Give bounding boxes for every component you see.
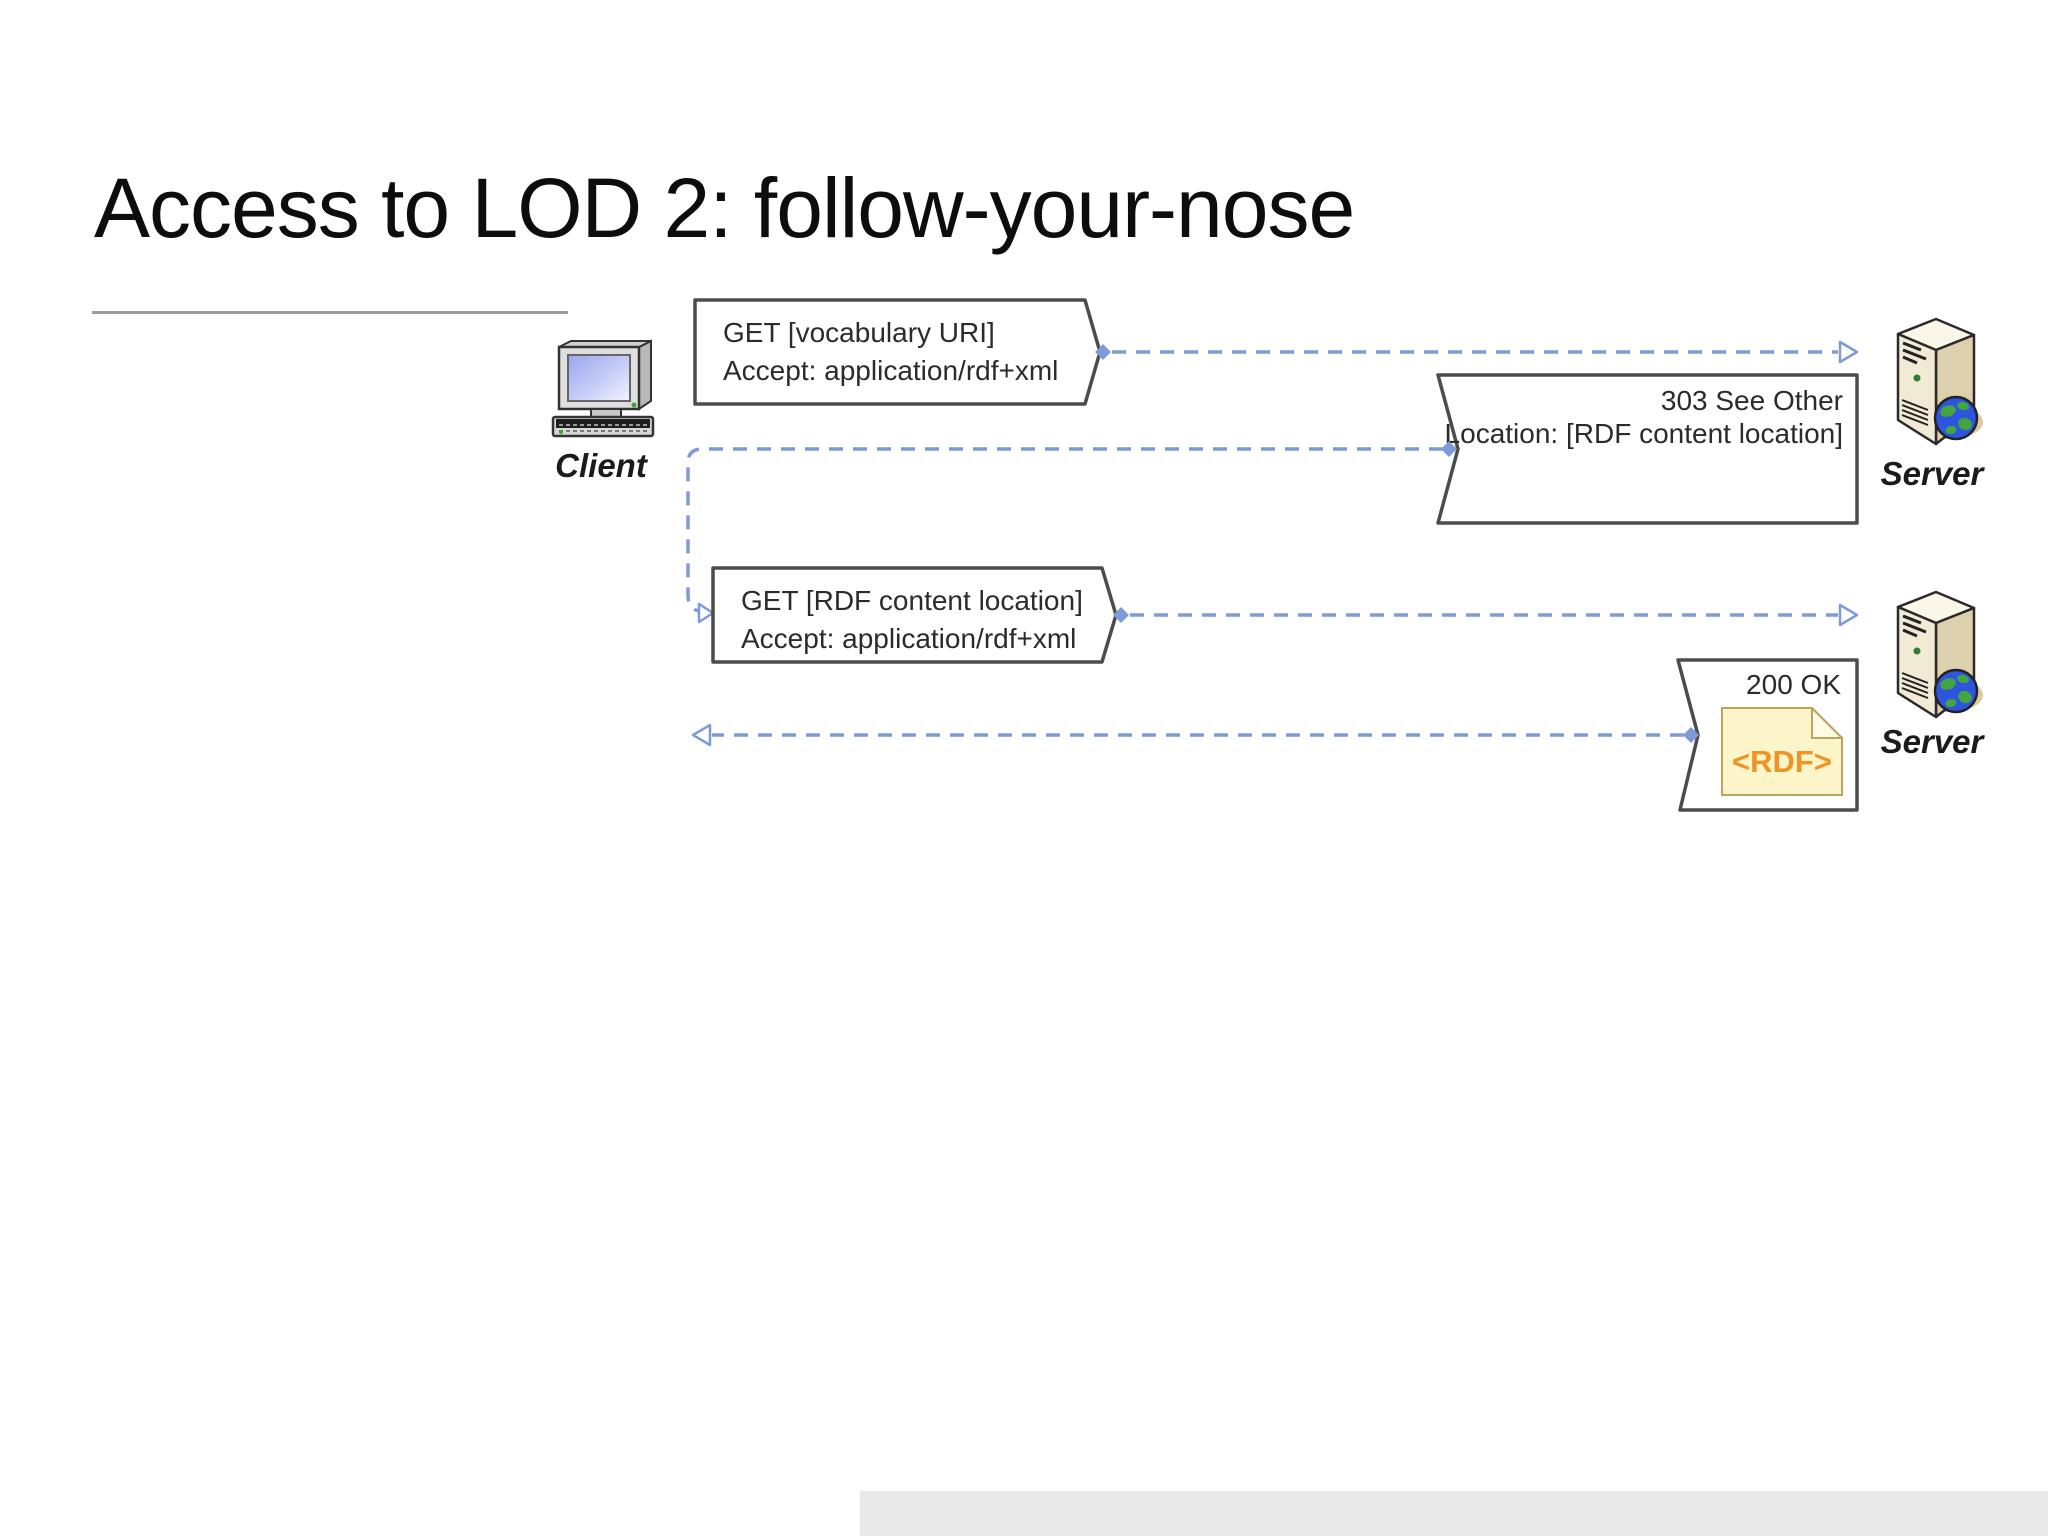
message-get-rdf-line2: Accept: application/rdf+xml [741, 623, 1076, 654]
message-box-see-other [1436, 373, 1859, 525]
server-bottom-icon [1896, 590, 1985, 719]
message-get-vocabulary-line1: GET [vocabulary URI] [723, 317, 995, 348]
arrow-see-other [686, 447, 1443, 613]
message-get-vocabulary-line2: Accept: application/rdf+xml [723, 355, 1058, 386]
message-see-other-line1: 303 See Other [1661, 385, 1843, 416]
arrow-see-other-source-diamond [1441, 441, 1457, 457]
message-get-rdf-line1: GET [RDF content location] [741, 585, 1083, 616]
rdf-document-fold [1811, 707, 1843, 739]
arrow-ok-head [691, 723, 712, 747]
arrow-ok-source-diamond [1683, 727, 1699, 743]
arrow-get-vocabulary-source-diamond [1095, 344, 1111, 360]
arrow-get-rdf-head [1838, 603, 1859, 627]
footer-strip [860, 1491, 2048, 1536]
slide-title: Access to LOD 2: follow-your-nose [94, 161, 1355, 255]
arrow-get-rdf-source-diamond [1113, 607, 1129, 623]
message-box-get-vocabulary [693, 298, 1102, 406]
server-top-icon [1896, 317, 1985, 446]
server-bottom-label: Server [1881, 723, 1986, 760]
message-box-get-rdf [711, 566, 1118, 664]
server-top-label: Server [1881, 455, 1986, 492]
message-ok-line1: 200 OK [1746, 669, 1841, 700]
title-underline [92, 311, 568, 314]
client-computer-icon [551, 339, 655, 438]
arrow-get-vocabulary-head [1838, 340, 1859, 364]
arrow-see-other-head [697, 602, 715, 624]
message-see-other-line2: Location: [RDF content location] [1445, 418, 1843, 449]
client-label: Client [555, 447, 649, 484]
rdf-document-label: <RDF> [1732, 744, 1832, 779]
